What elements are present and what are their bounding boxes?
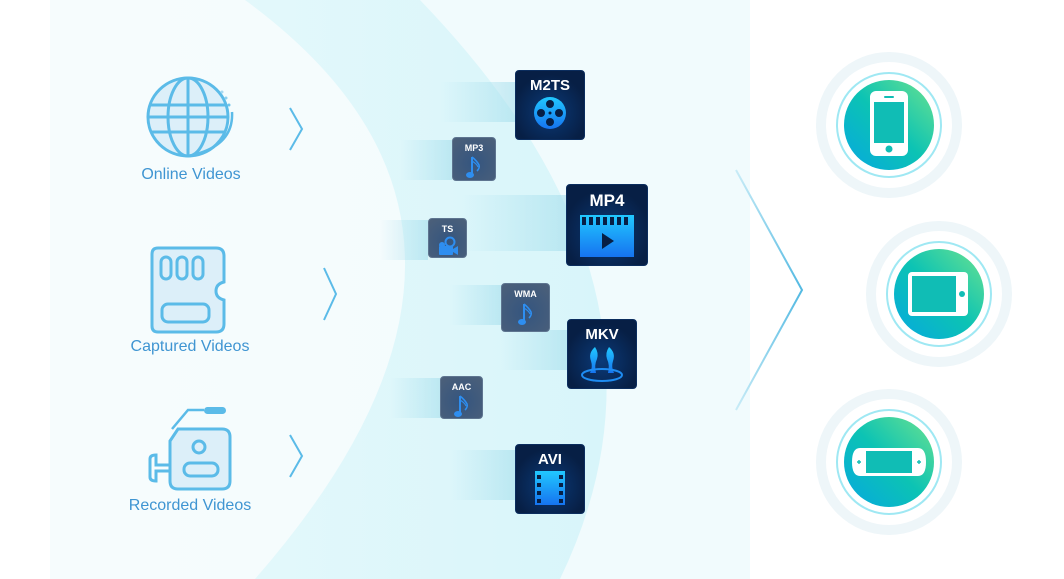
format-avi: AVI bbox=[515, 444, 585, 514]
smartphone-icon bbox=[870, 91, 908, 156]
format-label: AVI bbox=[538, 451, 562, 468]
big-chevron-icon bbox=[735, 169, 804, 411]
camcorder-icon bbox=[148, 407, 232, 491]
format-aac: AAC bbox=[440, 376, 483, 419]
format-label: MP3 bbox=[464, 143, 484, 153]
motion-streak bbox=[500, 330, 568, 370]
film-reel-icon bbox=[534, 97, 566, 129]
music-note-icon bbox=[453, 395, 468, 417]
clapper-play-icon bbox=[580, 215, 634, 257]
format-label: MKV bbox=[585, 326, 619, 343]
source-online-videos: Online Videos bbox=[101, 72, 281, 184]
globe-icon bbox=[146, 76, 234, 158]
motion-streak bbox=[400, 140, 452, 180]
format-label: AAC bbox=[451, 382, 472, 392]
motion-streak bbox=[440, 82, 516, 122]
motion-streak bbox=[460, 195, 568, 251]
format-wma: WMA bbox=[501, 283, 550, 332]
format-label: MP4 bbox=[589, 191, 625, 210]
motion-streak bbox=[450, 450, 516, 500]
motion-streak bbox=[390, 378, 442, 418]
format-mp4: MP4 bbox=[566, 184, 648, 266]
motion-streak bbox=[450, 285, 502, 325]
handheld-console-icon bbox=[852, 448, 926, 476]
format-mp3: MP3 bbox=[452, 137, 496, 181]
format-label: TS bbox=[441, 224, 454, 234]
music-note-icon bbox=[517, 303, 532, 325]
chevron-right-icon bbox=[289, 107, 304, 151]
chevron-right-icon bbox=[323, 267, 338, 321]
video-camera-icon bbox=[438, 236, 458, 255]
source-label: Captured Videos bbox=[130, 338, 250, 355]
source-captured-videos: Captured Videos bbox=[100, 246, 280, 356]
tablet-icon bbox=[908, 272, 968, 316]
motion-streak bbox=[380, 220, 428, 260]
format-ts: TS bbox=[428, 218, 467, 258]
format-m2ts: M2TS bbox=[515, 70, 585, 140]
outer-arc bbox=[420, 0, 750, 579]
chevron-right-icon bbox=[289, 434, 304, 478]
film-strip-icon bbox=[535, 471, 565, 505]
device-tablet bbox=[866, 221, 1012, 367]
middle-arc bbox=[245, 0, 607, 579]
device-phone bbox=[816, 52, 962, 198]
sd-card-icon bbox=[150, 246, 226, 334]
music-note-icon bbox=[466, 156, 481, 178]
source-label: Recorded Videos bbox=[128, 497, 252, 514]
format-label: M2TS bbox=[529, 77, 570, 94]
device-game-console bbox=[816, 389, 962, 535]
format-label: WMA bbox=[514, 289, 537, 299]
source-recorded-videos: Recorded Videos bbox=[100, 405, 280, 515]
mkv-logo-icon bbox=[581, 347, 623, 382]
format-mkv: MKV bbox=[567, 319, 637, 389]
source-label: Online Videos bbox=[141, 166, 241, 183]
